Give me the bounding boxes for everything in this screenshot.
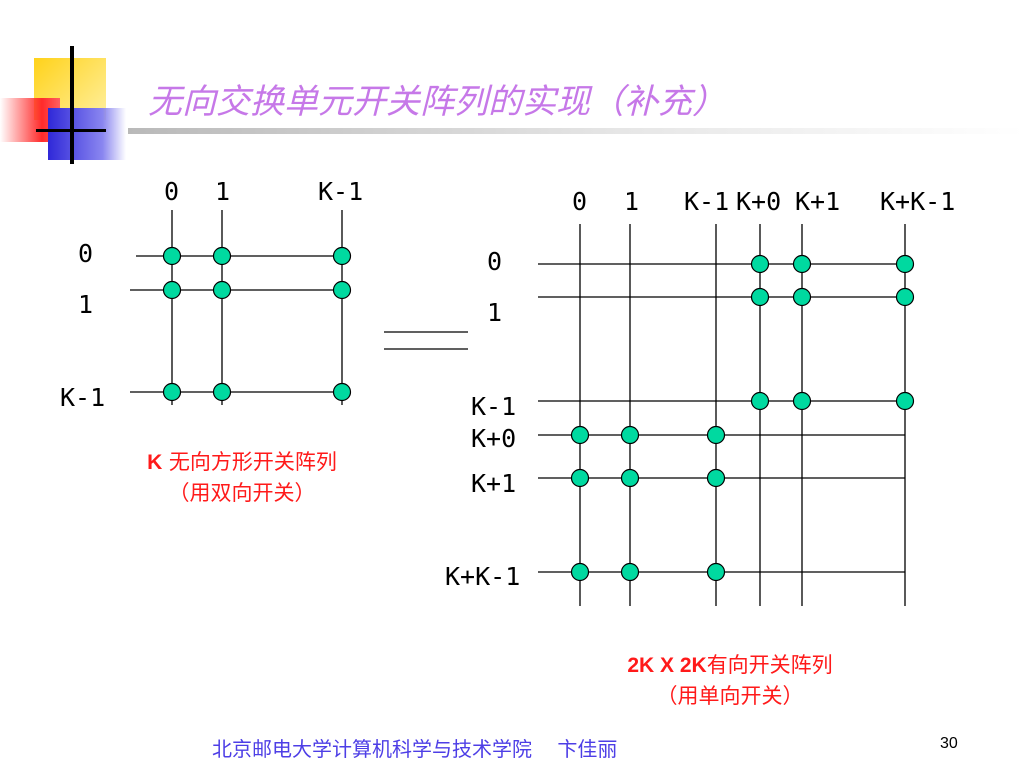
right-column-label: 1 [624, 187, 639, 216]
left-crosspoint-switch [212, 382, 232, 402]
right-row-label: 0 [487, 247, 502, 276]
right-row-label: 1 [487, 298, 502, 327]
right-crosspoint-switch [895, 391, 915, 411]
left-caption-text: 无向方形开关阵列 [162, 450, 337, 474]
left-crosspoint-switch [212, 280, 232, 300]
right-crosspoint-switch [750, 254, 770, 274]
left-row-label: K-1 [60, 383, 105, 412]
right-row-label: K+K-1 [445, 562, 520, 591]
right-caption-line1: 2K X 2K有向开关阵列 [580, 650, 880, 681]
left-switch-array: 0 1 K-1 0 1 K-1 [60, 177, 363, 412]
right-caption-prefix: 2K X 2K [627, 654, 707, 677]
right-column-label: K-1 [684, 187, 729, 216]
logo-horizontal-line [36, 129, 106, 132]
right-column-labels: 0 1 K-1 K+0 K+1 K+K-1 [572, 187, 955, 216]
right-row-label: K+1 [471, 469, 516, 498]
right-crosspoint-switch [792, 254, 812, 274]
left-column-lines [171, 210, 343, 405]
left-column-label: 1 [215, 177, 230, 206]
right-crosspoint-switch [620, 562, 640, 582]
right-crosspoint-switch [570, 425, 590, 445]
right-switch-array: 0 1 K-1 K+0 K+1 K+K-1 0 1 K-1 K+0 K+1 K+… [445, 187, 955, 606]
right-row-lines [538, 263, 905, 573]
left-row-labels: 0 1 K-1 [60, 239, 105, 412]
right-crosspoint-switch [895, 287, 915, 307]
right-column-label: 0 [572, 187, 587, 216]
left-row-label: 0 [78, 239, 93, 268]
right-crosspoint-switch [620, 468, 640, 488]
left-crosspoint-switches [162, 246, 352, 402]
left-crosspoint-switch [212, 246, 232, 266]
right-row-label: K+0 [471, 424, 516, 453]
left-crosspoint-switch [162, 280, 182, 300]
right-column-lines [579, 224, 906, 606]
right-crosspoint-switch [570, 468, 590, 488]
left-crosspoint-switch [162, 382, 182, 402]
right-crosspoint-switch [706, 562, 726, 582]
left-crosspoint-switch [332, 246, 352, 266]
page-number: 30 [940, 735, 958, 752]
left-caption-line2: （用双向开关） [168, 481, 316, 505]
left-row-lines [130, 255, 342, 393]
left-caption-line1: K 无向方形开关阵列 [112, 447, 372, 478]
right-column-label: K+1 [795, 187, 840, 216]
right-crosspoint-switch [570, 562, 590, 582]
left-column-label: K-1 [318, 177, 363, 206]
right-column-label: K+0 [736, 187, 781, 216]
right-crosspoint-switch [750, 287, 770, 307]
logo-vertical-line [70, 46, 74, 164]
right-array-caption: 2K X 2K有向开关阵列 （用单向开关） [580, 650, 880, 712]
right-crosspoint-switch [620, 425, 640, 445]
title-underline [128, 128, 1024, 134]
right-caption-line2: （用单向开关） [656, 684, 804, 708]
equivalence-symbol [384, 331, 468, 350]
left-row-label: 1 [78, 290, 93, 319]
left-column-label: 0 [164, 177, 179, 206]
slide-title: 无向交换单元开关阵列的实现（补充） [148, 82, 726, 122]
right-caption-text: 有向开关阵列 [706, 653, 833, 677]
right-crosspoint-switch [706, 425, 726, 445]
right-crosspoint-switch [792, 287, 812, 307]
right-row-labels: 0 1 K-1 K+0 K+1 K+K-1 [445, 247, 520, 591]
left-crosspoint-switch [162, 246, 182, 266]
footer-institution: 北京邮电大学计算机科学与技术学院 卞佳丽 [212, 737, 618, 761]
left-array-caption: K 无向方形开关阵列 （用双向开关） [112, 447, 372, 509]
right-row-label: K-1 [471, 392, 516, 421]
logo-blue-square [48, 108, 126, 160]
left-caption-prefix: K [147, 451, 163, 474]
left-crosspoint-switch [332, 280, 352, 300]
left-column-labels: 0 1 K-1 [164, 177, 363, 206]
right-crosspoint-switch [792, 391, 812, 411]
left-crosspoint-switch [332, 382, 352, 402]
right-crosspoint-switch [750, 391, 770, 411]
right-crosspoint-switch [895, 254, 915, 274]
right-column-label: K+K-1 [880, 187, 955, 216]
right-crosspoint-switch [706, 468, 726, 488]
right-crosspoint-switches [570, 254, 915, 582]
